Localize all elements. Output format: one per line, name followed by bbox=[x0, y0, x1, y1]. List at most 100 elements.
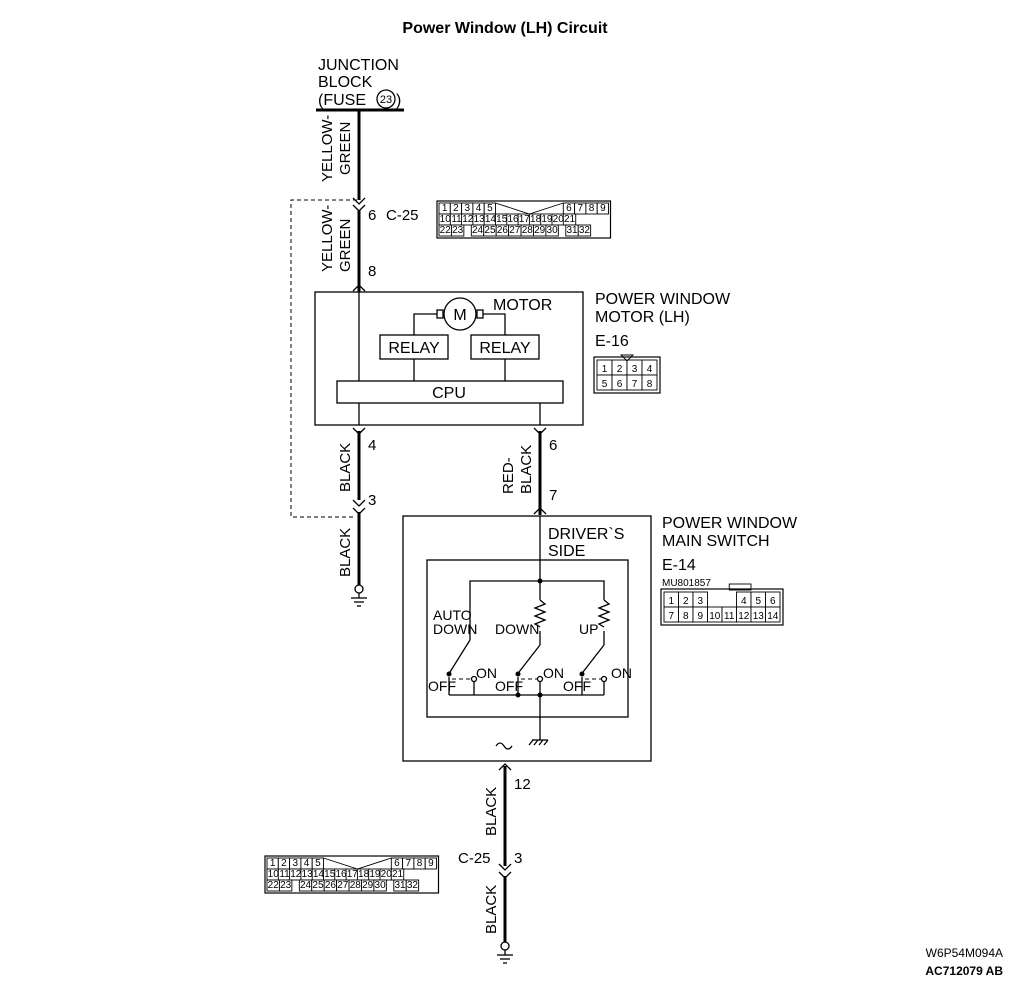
drivers-side-label-1: DRIVER`S bbox=[548, 526, 624, 543]
switch-off-3: OFF bbox=[563, 678, 591, 694]
ground-symbol-left bbox=[351, 584, 367, 607]
connector-pin: 26 bbox=[497, 225, 509, 236]
connector-pin: 1 bbox=[602, 364, 608, 375]
connector-pin: 3 bbox=[464, 203, 470, 214]
svg-text:BLOCK: BLOCK bbox=[318, 74, 373, 91]
switch-common-bus bbox=[469, 580, 605, 640]
switch-on-3: ON bbox=[611, 665, 632, 681]
motor-unit-name-2: MOTOR (LH) bbox=[595, 309, 690, 326]
connector-pin: 19 bbox=[541, 214, 553, 225]
connector-mark-motor-8 bbox=[352, 284, 366, 292]
svg-text:23: 23 bbox=[380, 94, 392, 106]
connector-pin: 26 bbox=[325, 880, 337, 891]
wire-break-symbol bbox=[495, 742, 513, 750]
connector-pin: 28 bbox=[350, 880, 362, 891]
drivers-side-label-2: SIDE bbox=[548, 543, 585, 560]
connector-pin: 20 bbox=[553, 214, 565, 225]
connector-pin: 11 bbox=[451, 214, 462, 225]
svg-text:JUNCTION: JUNCTION bbox=[318, 57, 399, 74]
connector-pin: 12 bbox=[462, 214, 474, 225]
connector-pin: 15 bbox=[496, 214, 508, 225]
connector-pin: 31 bbox=[566, 225, 578, 236]
connector-pin: 2 bbox=[683, 596, 689, 607]
connector-pin: 27 bbox=[337, 880, 349, 891]
connector-pin: 5 bbox=[755, 596, 761, 607]
wire-label-black-2: BLACK bbox=[337, 528, 354, 577]
connector-pin: 8 bbox=[589, 203, 595, 214]
connector-pin: 13 bbox=[753, 611, 765, 622]
connector-pin: 7 bbox=[668, 611, 674, 622]
connector-pin: 30 bbox=[375, 880, 387, 891]
svg-text:RED-: RED- bbox=[500, 457, 517, 494]
main-switch-name-1: POWER WINDOW bbox=[662, 515, 798, 532]
connector-pin: 30 bbox=[547, 225, 559, 236]
connector-pin: 3 bbox=[292, 858, 298, 869]
pin-c25-3-left: 3 bbox=[368, 492, 376, 509]
pin-motor-8: 8 bbox=[368, 263, 376, 280]
switch-up bbox=[579, 644, 608, 695]
connector-pin: 16 bbox=[507, 214, 519, 225]
connector-pin: 6 bbox=[617, 379, 623, 390]
connector-pin: 29 bbox=[362, 880, 374, 891]
connector-pin: 32 bbox=[407, 880, 419, 891]
connector-pin: 3 bbox=[632, 364, 638, 375]
connector-pin: 11 bbox=[724, 611, 735, 622]
connector-pin: 5 bbox=[315, 858, 321, 869]
connector-pin: 23 bbox=[452, 225, 464, 236]
diagram-title: Power Window (LH) Circuit bbox=[402, 20, 608, 37]
connector-pin: 15 bbox=[324, 869, 336, 880]
connector-pin: 11 bbox=[279, 869, 290, 880]
connector-pin: 14 bbox=[485, 214, 497, 225]
switch-on-2: ON bbox=[543, 665, 564, 681]
connector-pin: 4 bbox=[647, 364, 653, 375]
svg-text:(FUSE: (FUSE bbox=[318, 92, 366, 109]
connector-pin: 18 bbox=[530, 214, 542, 225]
motor-unit-box bbox=[314, 291, 584, 426]
connector-pin: 25 bbox=[312, 880, 324, 891]
connector-pin: 3 bbox=[697, 596, 703, 607]
connector-pin: 4 bbox=[304, 858, 310, 869]
wire-label-red-black: RED- BLACK bbox=[500, 445, 535, 494]
connector-pin: 19 bbox=[369, 869, 381, 880]
connector-pin: 2 bbox=[281, 858, 287, 869]
fuse-number-circle bbox=[376, 89, 396, 109]
junction-block: JUNCTION BLOCK (FUSE 23 ) bbox=[316, 57, 404, 112]
resistor-up bbox=[597, 599, 611, 628]
wire-label-black-4: BLACK bbox=[483, 885, 500, 934]
shield-dashed-line bbox=[290, 199, 357, 518]
connector-pin: 17 bbox=[347, 869, 359, 880]
connector-mark-switch-12 bbox=[498, 763, 512, 771]
connector-pin: 5 bbox=[602, 379, 608, 390]
svg-text:YELLOW-: YELLOW- bbox=[319, 115, 336, 182]
connector-pin: 9 bbox=[428, 858, 434, 869]
connector-pin: 6 bbox=[566, 203, 572, 214]
connector-pin: 21 bbox=[392, 869, 404, 880]
main-switch-name-2: MAIN SWITCH bbox=[662, 533, 770, 550]
pin-motor-4: 4 bbox=[368, 437, 376, 454]
connector-pin: 10 bbox=[709, 611, 721, 622]
main-switch-box bbox=[402, 515, 652, 762]
connector-pin: 7 bbox=[405, 858, 411, 869]
connector-mark-c25-bottom bbox=[498, 863, 512, 879]
cpu-label: CPU bbox=[432, 385, 466, 402]
pin-c25-6: 6 bbox=[368, 207, 376, 224]
switch-off-2: OFF bbox=[495, 678, 523, 694]
connector-pin: 14 bbox=[313, 869, 325, 880]
connector-pin: 4 bbox=[741, 596, 747, 607]
switch-auto-down bbox=[446, 639, 478, 695]
svg-text:GREEN: GREEN bbox=[337, 122, 354, 175]
connector-label-c25-bottom: C-25 bbox=[458, 850, 491, 867]
connector-pin: 20 bbox=[381, 869, 393, 880]
connector-pin: 12 bbox=[738, 611, 750, 622]
connector-pin: 8 bbox=[683, 611, 689, 622]
connector-pin: 12 bbox=[290, 869, 302, 880]
wire-label-yellow-green-1: YELLOW- GREEN bbox=[319, 115, 354, 182]
svg-text:): ) bbox=[396, 92, 401, 109]
connector-pin: 22 bbox=[440, 225, 452, 236]
switch-down bbox=[515, 644, 544, 695]
chassis-ground-switch bbox=[528, 739, 549, 746]
svg-text:GREEN: GREEN bbox=[337, 219, 354, 272]
switch-label-down: DOWN bbox=[495, 621, 539, 637]
connector-pin: 1 bbox=[270, 858, 276, 869]
